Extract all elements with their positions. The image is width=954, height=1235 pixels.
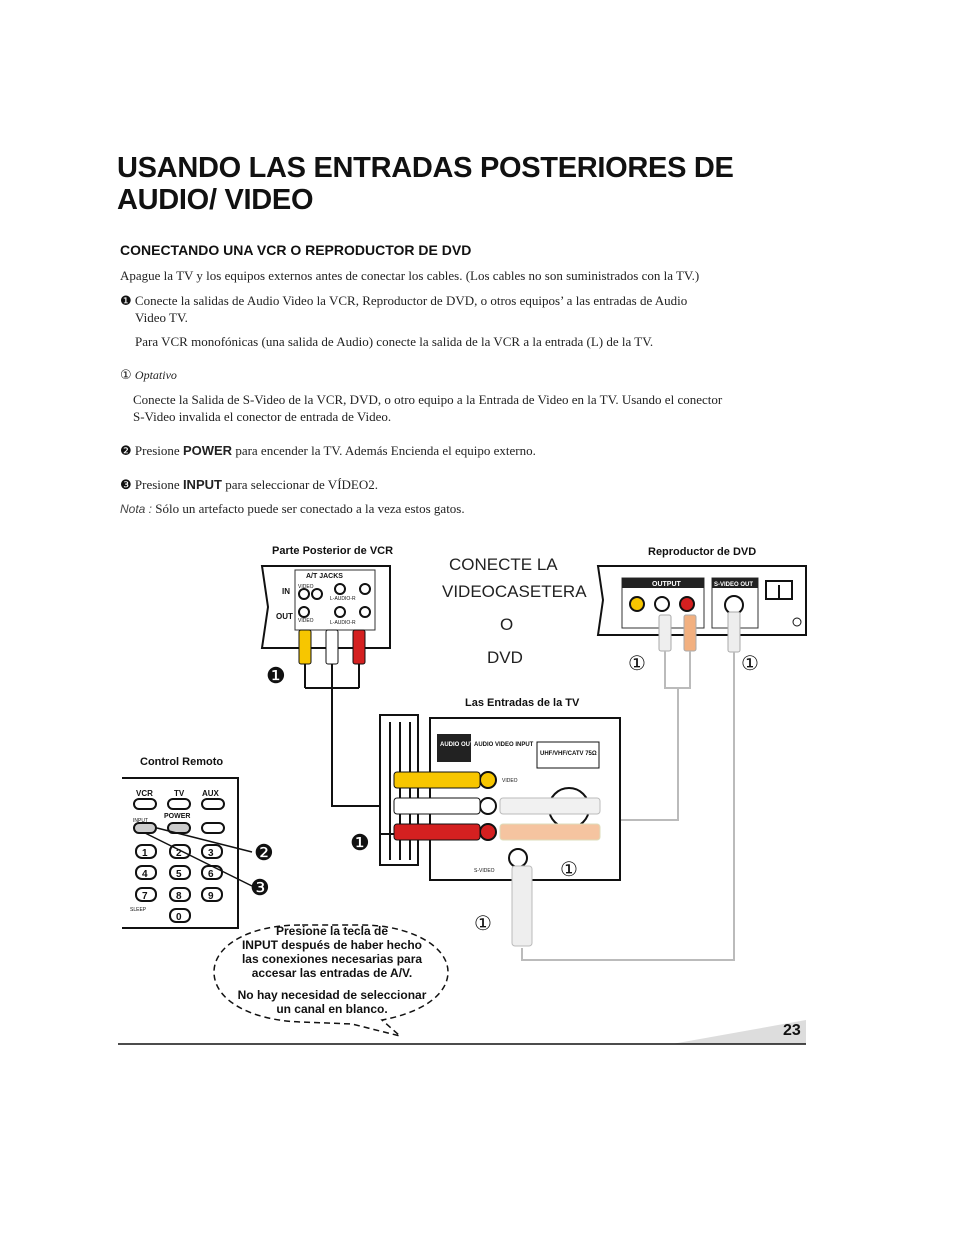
step2-key: POWER xyxy=(182,443,233,458)
dvd-svideo-out-label: S-VIDEO OUT xyxy=(714,582,753,588)
bubble-line5: No hay necesidad de seleccionar xyxy=(237,988,427,1002)
vcr-video-out-label: VIDEO xyxy=(298,618,314,624)
vcr-back-panel: A/T JACKS IN OUT VIDEO L-AUDIO-R VIDEO L… xyxy=(260,565,391,649)
vcr-jacks-label: A/T JACKS xyxy=(306,573,343,580)
step2-post: para encender la TV. Además Encienda el … xyxy=(235,443,536,458)
tv-av-input-label: AUDIO VIDEO INPUT xyxy=(474,742,534,748)
remote-key-4: 4 xyxy=(142,869,148,880)
diagram-step3-marker: ❸ xyxy=(250,875,270,900)
step3-pre: Presione xyxy=(134,477,180,492)
vcr-audio-out-label: L-AUDIO-R xyxy=(330,620,356,626)
step1-text: Conecte la salidas de Audio Video la VCR… xyxy=(134,293,688,308)
tv-video-label: VIDEO xyxy=(502,778,518,784)
dvd-cable-plugs xyxy=(521,611,741,961)
optional-text: Conecte la Salida de S-Video de la VCR, … xyxy=(133,392,723,407)
diagram-step1-marker-a: ❶ xyxy=(266,663,286,688)
tv-svideo-label: S-VIDEO xyxy=(474,868,495,874)
center-text-line1: CONECTE LA xyxy=(449,555,558,574)
remote-key-2: 2 xyxy=(176,848,182,859)
vcr-cable-plugs xyxy=(298,629,382,807)
step2-block: ❷ Presione POWER para encender la TV. Ad… xyxy=(120,442,536,460)
optional-marker: ① xyxy=(120,368,132,383)
remote-key-1: 1 xyxy=(142,848,148,859)
step1-text-cont: Video TV. xyxy=(135,310,188,325)
remote-label: Control Remoto xyxy=(140,756,223,768)
step2-pre: Presione xyxy=(134,443,180,458)
dvd-back-panel: OUTPUT S-VIDEO OUT L R xyxy=(596,565,807,636)
remote-tv-label: TV xyxy=(174,789,185,798)
bubble-line4: accesar las entradas de A/V. xyxy=(251,966,413,980)
remote-key-0: 0 xyxy=(176,912,182,923)
page-title: USANDO LAS ENTRADAS POSTERIORES DE AUDIO… xyxy=(117,152,837,216)
speech-bubble xyxy=(213,924,449,1037)
optional-label: Optativo xyxy=(134,368,177,382)
dvd-output-label: OUTPUT xyxy=(652,581,682,588)
bubble-line6: un canal en blanco. xyxy=(276,1002,388,1016)
step1-marker: ❶ xyxy=(120,294,132,309)
bubble-line1: Presione la tecla de xyxy=(275,924,389,938)
remote-control: VCR TV AUX INPUT POWER 1 2 3 4 5 6 7 8 xyxy=(122,777,253,929)
remote-key-7: 7 xyxy=(142,891,148,902)
remote-vcr-label: VCR xyxy=(136,789,153,798)
step1-block: ❶ Conecte la salidas de Audio Video la V… xyxy=(120,292,820,310)
diagram-step1-marker-b: ❶ xyxy=(350,830,370,855)
optional-text-cont: S-Video invalida el conector de entrada … xyxy=(133,409,392,424)
bubble-line2: INPUT después de haber hecho xyxy=(241,938,423,952)
page-number-tab xyxy=(672,1020,806,1044)
remote-power-label: POWER xyxy=(164,813,190,820)
vcr-out-label: OUT xyxy=(276,612,293,621)
remote-sleep-label: SLEEP xyxy=(130,907,147,913)
remote-input-label: INPUT xyxy=(133,818,148,824)
page-number: 23 xyxy=(783,1022,801,1039)
vcr-label: Parte Posterior de VCR xyxy=(272,545,393,557)
center-text-line2: VIDEOCASETERA xyxy=(442,582,587,601)
remote-key-3: 3 xyxy=(208,848,214,859)
diagram-step2-marker: ❷ xyxy=(254,840,274,865)
tv-audio-output-label: AUDIO OUTPUT xyxy=(440,742,486,748)
step1-mono-note: Para VCR monofónicas (una salida de Audi… xyxy=(135,334,654,349)
diagram-optional-marker-d: ① xyxy=(474,913,492,935)
note-text: Sólo un artefacto puede ser conectado a … xyxy=(155,501,465,516)
intro-paragraph: Apague la TV y los equipos externos ante… xyxy=(120,268,700,283)
note-label: Nota : xyxy=(120,502,153,516)
optional-heading: ① Optativo xyxy=(120,366,177,384)
vcr-video-in-label: VIDEO xyxy=(298,584,314,590)
remote-key-5: 5 xyxy=(176,869,182,880)
diagram-optional-marker-a: ① xyxy=(628,653,646,675)
remote-key-8: 8 xyxy=(176,891,182,902)
step2-marker: ❷ xyxy=(120,444,132,459)
tv-plugs xyxy=(379,771,601,947)
step3-post: para seleccionar de VÍDEO2. xyxy=(225,477,378,492)
remote-key-6: 6 xyxy=(208,869,214,880)
step3-block: ❸ Presione INPUT para seleccionar de VÍD… xyxy=(120,476,378,494)
center-text-line4: DVD xyxy=(487,648,523,667)
center-text-line3: O xyxy=(500,615,513,634)
vcr-audio-in-label: L-AUDIO-R xyxy=(330,596,356,602)
dvd-label: Reproductor de DVD xyxy=(648,546,756,558)
section-heading: CONECTANDO UNA VCR O REPRODUCTOR DE DVD xyxy=(120,242,472,258)
vcr-in-label: IN xyxy=(282,587,290,596)
bubble-text: Presione la tecla de INPUT después de ha… xyxy=(222,924,442,1016)
diagram-optional-marker-c: ① xyxy=(560,859,578,881)
tv-antenna-label: UHF/VHF/CATV 75Ω xyxy=(540,751,597,757)
bubble-line3: las conexiones necesarias para xyxy=(241,952,423,966)
remote-aux-label: AUX xyxy=(202,789,220,798)
page-title-line2: AUDIO/ VIDEO xyxy=(117,184,314,216)
step3-key: INPUT xyxy=(182,477,222,492)
remote-key-9: 9 xyxy=(208,891,214,902)
page-title-line1: USANDO LAS ENTRADAS POSTERIORES DE xyxy=(117,152,734,184)
tv-inputs-label: Las Entradas de la TV xyxy=(465,697,580,709)
step3-marker: ❸ xyxy=(120,478,132,493)
diagram-optional-marker-b: ① xyxy=(741,653,759,675)
note: Nota : Sólo un artefacto puede ser conec… xyxy=(120,500,465,518)
